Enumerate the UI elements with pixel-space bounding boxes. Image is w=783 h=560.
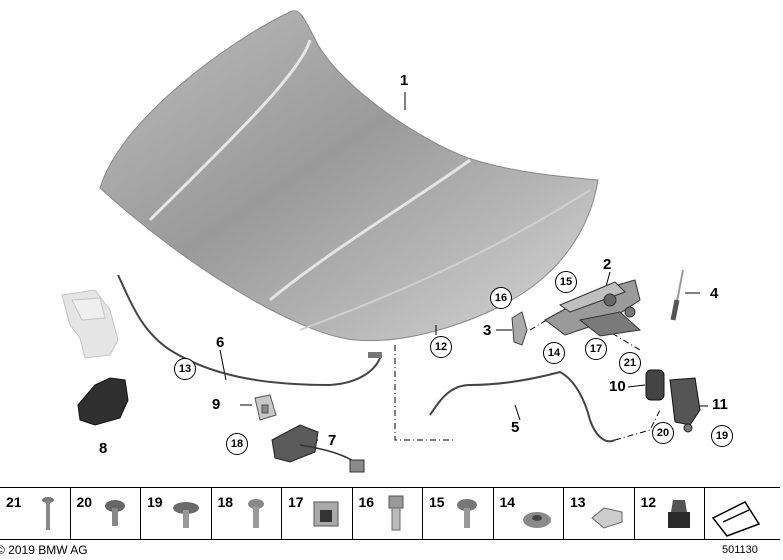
- part-cell-17: 17: [282, 488, 353, 539]
- release-cable-front: [429, 370, 616, 443]
- callout-1: 1: [400, 72, 409, 89]
- callout-5: 5: [511, 419, 520, 436]
- rivet-icon: [247, 499, 264, 528]
- part-number: 18: [217, 494, 234, 510]
- part-number: 17: [288, 494, 304, 510]
- part-number: 16: [358, 494, 375, 510]
- release-cable: [117, 274, 381, 387]
- part-cell-20: 20: [71, 488, 141, 539]
- part-number: 12: [640, 494, 657, 510]
- part-number: 20: [76, 494, 93, 510]
- circled-callout-14: 14: [543, 342, 565, 364]
- rubber-buffer-icon: [667, 500, 690, 528]
- callout-2: 2: [603, 256, 612, 273]
- hood-panel: [99, 10, 599, 342]
- hex-bolt-icon: [388, 495, 403, 531]
- parts-strip: 21 20 19 18 17 16 15: [0, 487, 780, 540]
- callout-9: 9: [212, 396, 221, 413]
- callout-10: 10: [609, 378, 626, 395]
- clip-icon: [313, 501, 339, 527]
- circled-callout-16: 16: [490, 287, 512, 309]
- part-cell-13: 13: [564, 488, 635, 539]
- part-number: 13: [570, 494, 586, 510]
- part-cell-18: 18: [212, 488, 282, 539]
- callout-8: 8: [99, 440, 108, 457]
- callout-4: 4: [710, 285, 719, 302]
- bracket-clip-icon: [591, 507, 623, 529]
- cable-end: [368, 352, 382, 358]
- part-cell-15: 15: [423, 488, 494, 539]
- circled-callout-20: 20: [652, 422, 674, 444]
- cover-part: [77, 377, 129, 426]
- circled-callout-12: 12: [430, 336, 452, 358]
- part-number: 14: [499, 494, 516, 510]
- part-cell-12: 12: [635, 488, 705, 539]
- bolt-icon: [104, 500, 125, 526]
- circled-callout-18: 18: [226, 433, 248, 455]
- screw-collar-icon: [173, 502, 199, 528]
- callout-7: 7: [328, 432, 337, 449]
- part-cell-arrow: [705, 488, 776, 539]
- part-cell-14: 14: [494, 488, 564, 539]
- part-cell-21: 21: [0, 488, 71, 539]
- circled-callout-17: 17: [585, 338, 607, 360]
- part-number: 21: [6, 494, 22, 510]
- small-bracket: [511, 311, 528, 346]
- circled-callout-13: 13: [174, 358, 196, 380]
- part-cell-16: 16: [353, 488, 423, 539]
- direction-arrow-icon: [711, 501, 761, 537]
- circled-callout-19: 19: [711, 425, 733, 447]
- secondary-latch: [645, 369, 701, 433]
- circled-callout-21: 21: [619, 352, 641, 374]
- ghost-hinge-left: [61, 289, 119, 359]
- circled-callout-15: 15: [555, 271, 577, 293]
- hood-hinge: [544, 279, 642, 337]
- screw-icon: [42, 497, 54, 530]
- copyright-text: © 2019 BMW AG: [0, 543, 88, 557]
- part-number: 15: [429, 494, 445, 510]
- hex-screw-icon: [457, 499, 477, 528]
- part-number: 19: [147, 494, 163, 510]
- hood-lock: [271, 424, 365, 473]
- diagram-number: 501130: [722, 544, 758, 556]
- callout-11: 11: [712, 396, 728, 413]
- nut-icon: [522, 512, 551, 528]
- callout-3: 3: [483, 322, 492, 339]
- gas-strut: [670, 269, 684, 321]
- callout-6: 6: [216, 334, 225, 351]
- part-cell-19: 19: [141, 488, 212, 539]
- bracket-part: [254, 394, 277, 421]
